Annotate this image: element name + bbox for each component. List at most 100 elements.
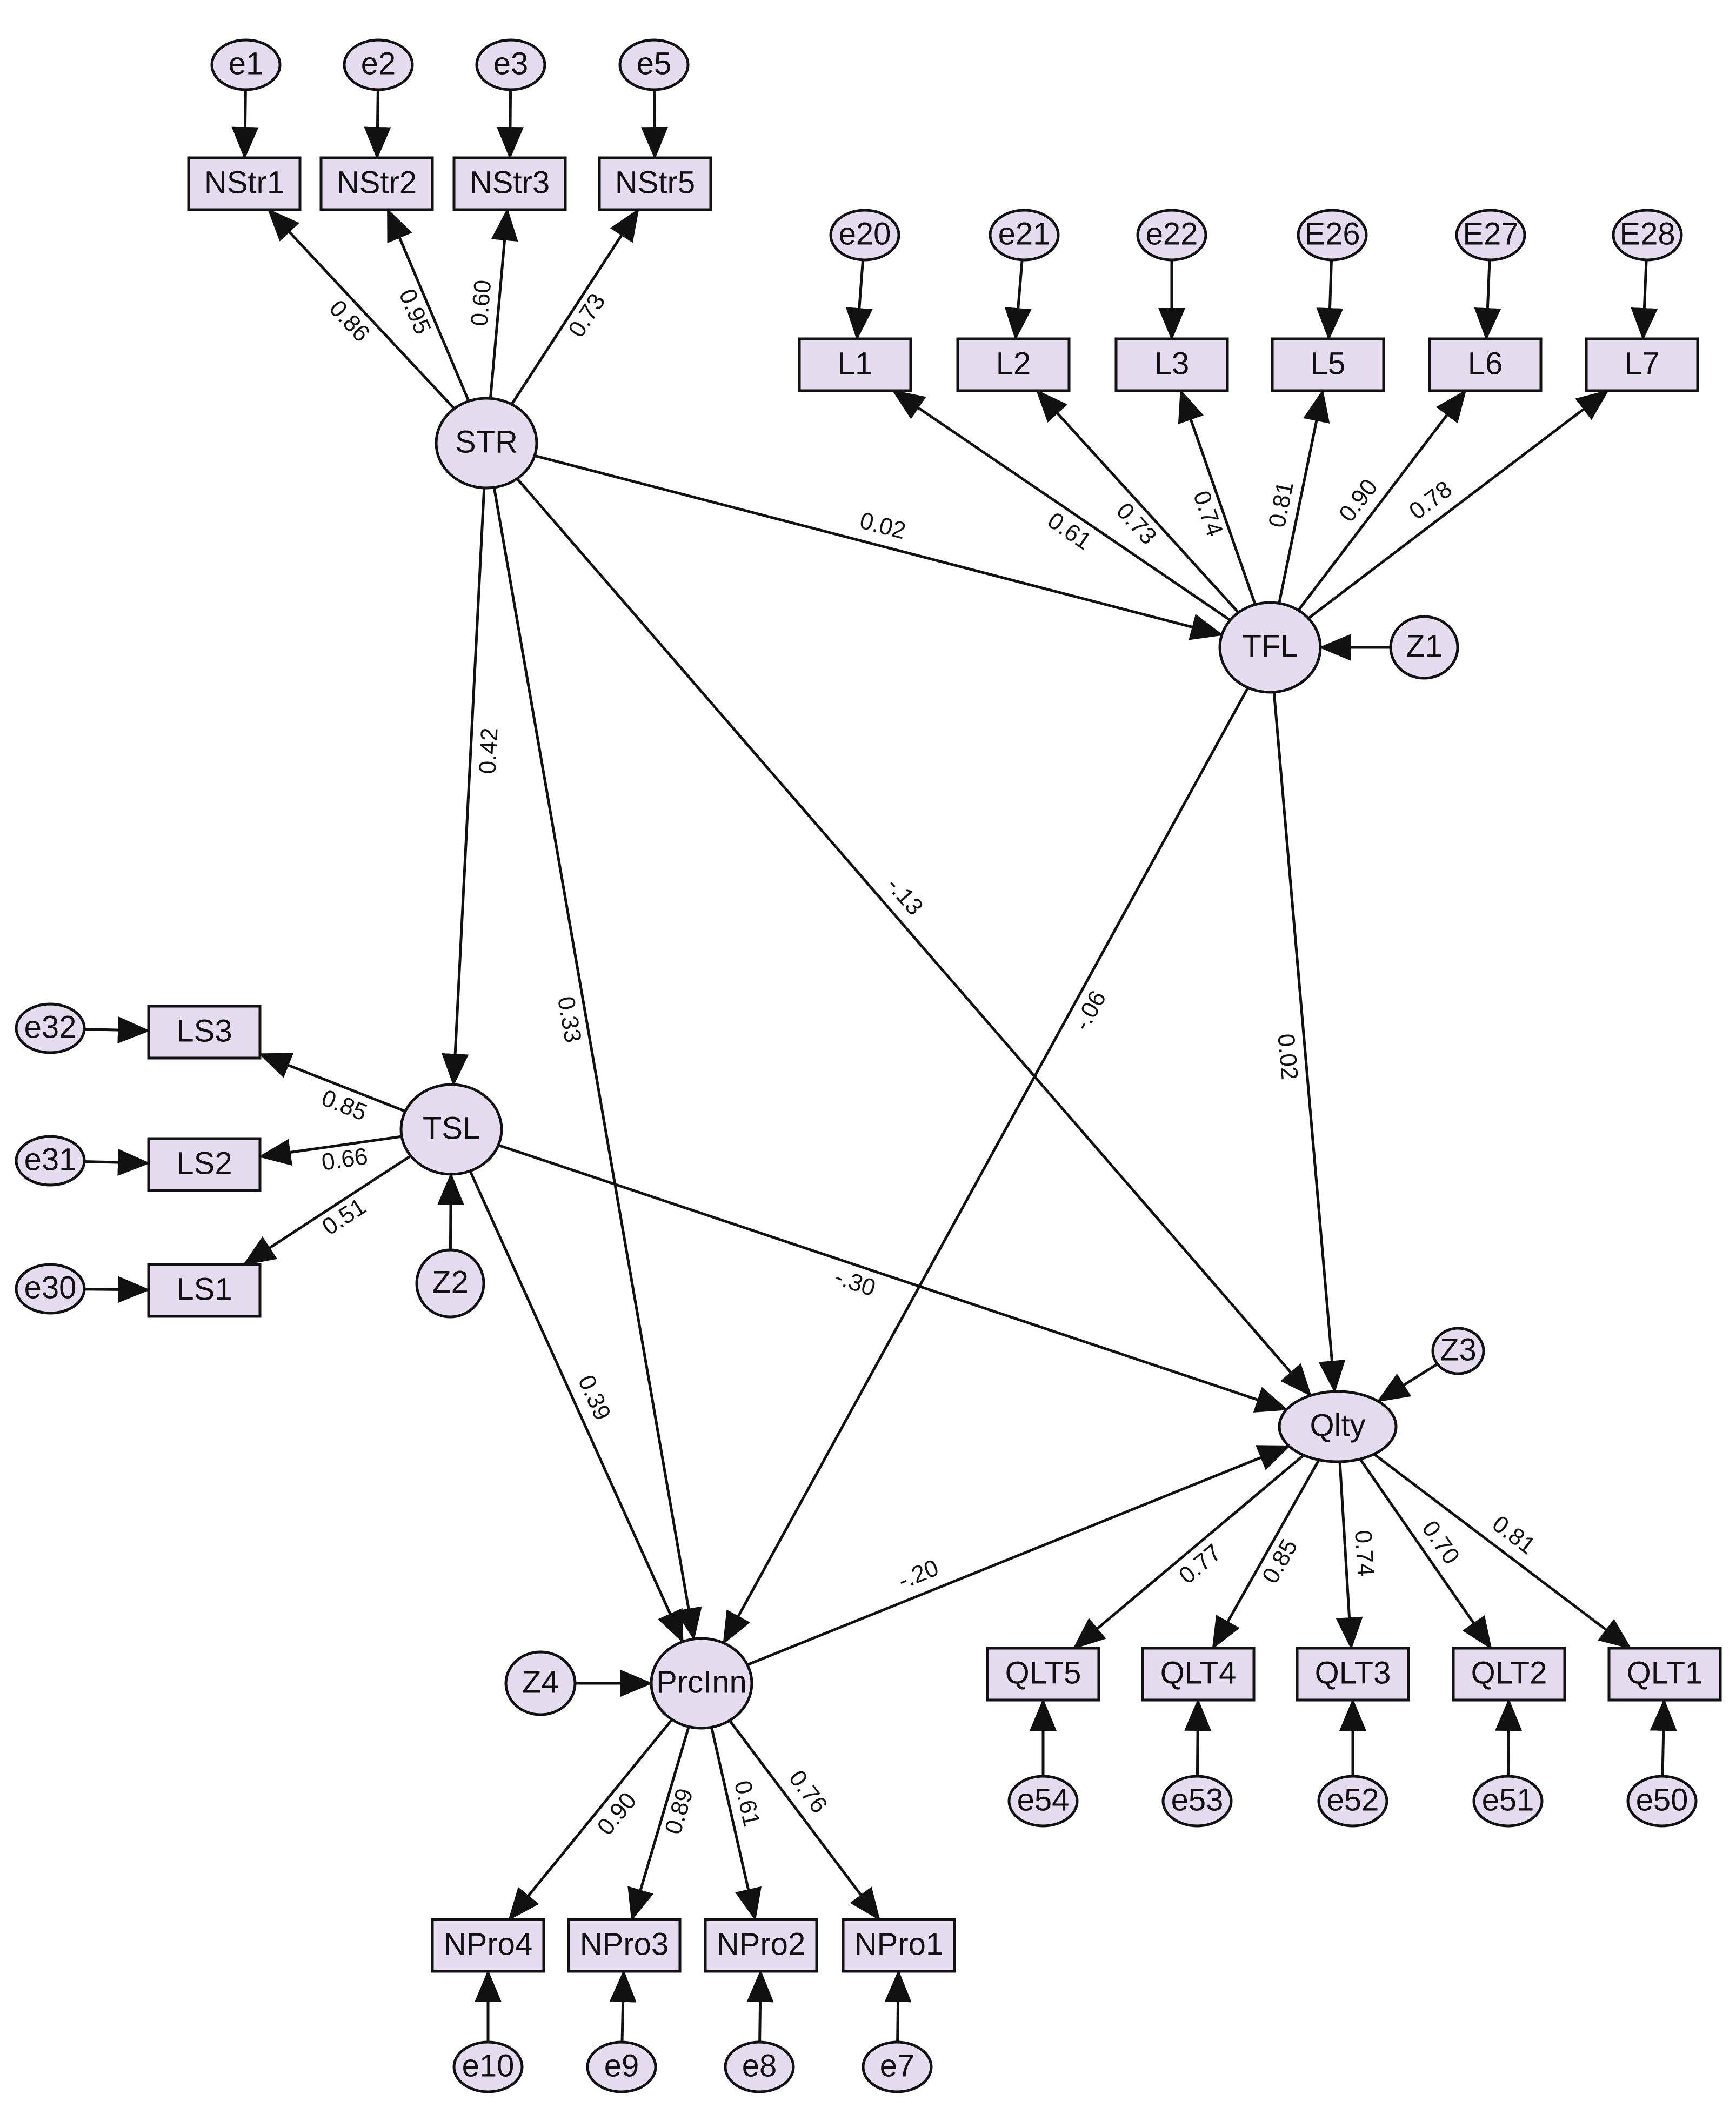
e30-shape [15,1263,86,1315]
path-tsl-to-ls1 [243,1154,412,1266]
error-term-e52: e52 [1317,1775,1388,1828]
e8-shape [724,2040,795,2093]
e32-label: e32 [24,1009,77,1045]
indicator-npro3: NPro3 [567,1918,682,1973]
l6-label: L6 [1468,346,1503,381]
path-tsl-to-qlty [498,1143,1288,1413]
e20-shape [829,209,900,262]
path-str-to-nstr3 [489,208,518,399]
l3-label: L3 [1154,346,1190,381]
nstr3-label: NStr3 [470,165,550,200]
tsl-label: TSL [423,1110,480,1146]
l5-shape [1271,337,1385,392]
indicator-l1: L1 [798,337,912,392]
e10-label: e10 [462,2048,515,2083]
coefficient-tfl-l5: 0.81 [1264,479,1299,530]
npro4-shape [431,1918,545,1973]
path-e2-to-nstr2 [364,89,391,159]
path-prcinn-to-npro2 [710,1727,762,1921]
nstr1-shape [187,156,302,211]
prcinn-shape [650,1637,753,1730]
e28-label: E28 [1619,216,1675,251]
coefficient-str-nstr1: 0.86 [324,295,375,347]
path-str-to-qlty [516,478,1312,1397]
coefficient-tfl-l7: 0.78 [1404,476,1457,525]
e7-label: e7 [880,2048,915,2083]
e9-shape [586,2040,657,2093]
l1-shape [798,337,912,392]
l2-shape [956,337,1071,392]
qlt5-shape [986,1647,1100,1702]
indicator-l2: L2 [956,337,1071,392]
qlt4-label: QLT4 [1160,1655,1237,1690]
l7-shape [1585,337,1699,392]
path-tfl-to-l7 [1307,390,1610,620]
e27-label: E27 [1463,216,1518,251]
path-str-to-nstr1 [267,208,456,410]
path-prcinn-to-npro4 [508,1718,673,1921]
coefficient-str-qlty: -.13 [882,872,929,920]
path-z2-to-tsl [437,1173,465,1250]
error-term-e5: e5 [618,38,690,91]
error-term-e30: e30 [15,1263,86,1315]
path-str-to-tsl [442,487,486,1087]
l6-shape [1428,337,1543,392]
path-str-to-prcinn [492,487,702,1641]
latent-z4: Z4 [504,1650,577,1716]
ls3-shape [147,1005,262,1060]
l5-label: L5 [1311,346,1346,381]
path-qlty-to-qlt4 [1212,1459,1320,1650]
nstr3-shape [452,156,567,211]
coefficient-prcinn-npro4: 0.90 [592,1788,642,1840]
ls2-label: LS2 [176,1146,232,1181]
path-e53-to-qlt4 [1184,1698,1212,1777]
e53-shape [1161,1775,1233,1828]
coefficient-prcinn-npro2: 0.61 [729,1778,765,1829]
error-term-e53: e53 [1161,1775,1233,1828]
indicator-npro2: NPro2 [704,1918,818,1973]
latent-str: STR [435,397,538,490]
coefficient-qlty-qlt3: 0.74 [1350,1529,1379,1577]
e28-shape [1612,209,1683,262]
l7-label: L7 [1625,346,1660,381]
npro4-label: NPro4 [444,1926,532,1962]
qlt1-label: QLT1 [1627,1655,1703,1690]
str-label: STR [455,424,518,459]
indicator-nstr2: NStr2 [319,156,434,211]
e8-label: e8 [742,2048,777,2083]
path-tsl-to-ls3 [258,1053,406,1113]
e21-label: e21 [998,216,1051,251]
error-term-e9: e9 [586,2040,657,2093]
qlt2-shape [1452,1647,1566,1702]
coefficient-str-tsl: 0.42 [474,727,503,775]
path-e5-to-nstr5 [641,89,669,159]
path-e27-to-l6 [1474,259,1501,340]
coefficient-tfl-l6: 0.90 [1334,474,1383,527]
coefficient-tsl-prcinn: 0.39 [573,1371,616,1424]
indicator-ls3: LS3 [147,1005,262,1060]
z2-shape [415,1248,485,1319]
indicator-l5: L5 [1271,337,1385,392]
indicator-nstr1: NStr1 [187,156,302,211]
path-e50-to-qlt1 [1650,1698,1677,1777]
ls2-shape [147,1137,262,1192]
path-tfl-to-l1 [891,390,1231,621]
nstr1-label: NStr1 [204,165,284,200]
path-e1-to-nstr1 [231,89,259,159]
e51-shape [1472,1775,1544,1828]
prcinn-label: PrcInn [656,1664,747,1700]
error-term-e50: e50 [1626,1775,1698,1828]
error-term-e51: e51 [1472,1775,1544,1828]
npro2-shape [704,1918,818,1973]
qlt4-shape [1141,1647,1256,1702]
npro1-label: NPro1 [854,1926,943,1962]
e50-shape [1626,1775,1698,1828]
coefficient-qlty-qlt1: 0.81 [1487,1510,1540,1560]
coefficient-tfl-prcinn: -.06 [1069,986,1111,1035]
npro1-shape [842,1918,956,1973]
path-e3-to-nstr3 [496,89,524,159]
e51-label: e51 [1482,1782,1534,1817]
path-qlty-to-qlt2 [1359,1458,1492,1650]
nstr5-label: NStr5 [615,165,695,200]
